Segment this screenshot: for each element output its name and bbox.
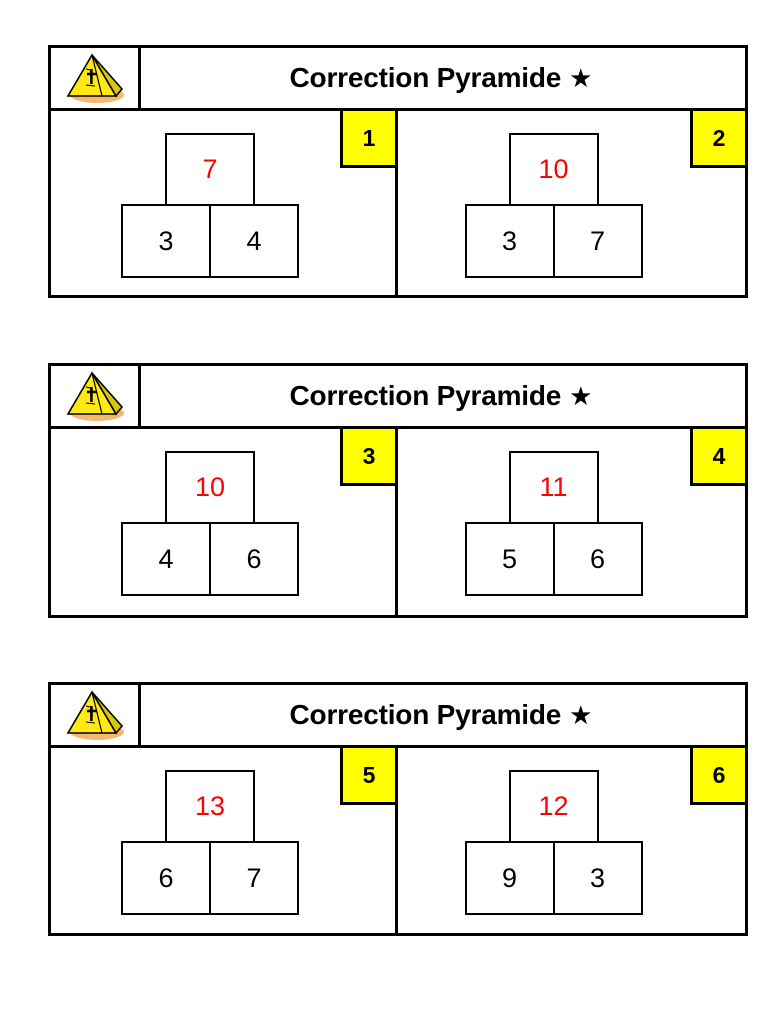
- card-body: 5 13 6 7 6 12: [51, 748, 745, 933]
- card-title-cell: Correction Pyramide ★: [141, 48, 745, 108]
- pyramid-bottom-row: 3 7: [464, 204, 644, 278]
- exercise-number-badge: 3: [340, 429, 395, 486]
- pyramid-addend-right-cell[interactable]: 4: [209, 204, 299, 278]
- pyramid-sum-cell[interactable]: 11: [508, 451, 599, 524]
- page-title: Correction Pyramide: [289, 380, 562, 411]
- pyramid-bottom-row: 3 4: [120, 204, 300, 278]
- pyramid-top-row: 13: [120, 770, 300, 843]
- pyramid-addend-left-cell[interactable]: 4: [121, 522, 211, 596]
- pyramid-bottom-row: 6 7: [120, 841, 300, 915]
- pyramid-top-row: 11: [464, 451, 644, 524]
- pyramid-icon-cell: [51, 48, 141, 108]
- pyramid-puzzle: 11 5 6: [464, 451, 644, 596]
- exercise-panel: 2 10 3 7: [398, 111, 745, 295]
- pyramid-sum-cell[interactable]: 10: [508, 133, 599, 206]
- star-icon: ★: [569, 380, 593, 411]
- pyramid-puzzle: 10 4 6: [120, 451, 300, 596]
- pyramid-card: Correction Pyramide ★ 3 10 4 6 4: [48, 363, 748, 618]
- card-header: Correction Pyramide ★: [51, 366, 745, 429]
- exercise-panel: 3 10 4 6: [51, 429, 398, 615]
- pyramid-bottom-row: 5 6: [464, 522, 644, 596]
- exercise-number-badge: 4: [690, 429, 745, 486]
- exercise-panel: 5 13 6 7: [51, 748, 398, 933]
- pyramid-puzzle: 12 9 3: [464, 770, 644, 915]
- pyramid-sum-cell[interactable]: 7: [165, 133, 255, 206]
- exercise-panel: 4 11 5 6: [398, 429, 745, 615]
- exercise-panel: 1 7 3 4: [51, 111, 398, 295]
- pyramid-bottom-row: 4 6: [120, 522, 300, 596]
- pyramid-card: Correction Pyramide ★ 5 13 6 7 6: [48, 682, 748, 936]
- exercise-number-badge: 5: [340, 748, 395, 805]
- pyramid-top-row: 10: [464, 133, 644, 206]
- pyramid-top-row: 10: [120, 451, 300, 524]
- pyramid-icon: [66, 371, 124, 421]
- pyramid-sum-cell[interactable]: 10: [165, 451, 255, 524]
- page-title: Correction Pyramide: [289, 62, 562, 93]
- pyramid-addend-right-cell[interactable]: 7: [209, 841, 299, 915]
- card-header: Correction Pyramide ★: [51, 48, 745, 111]
- exercise-panel: 6 12 9 3: [398, 748, 745, 933]
- pyramid-addend-left-cell[interactable]: 5: [464, 522, 555, 596]
- exercise-number-badge: 6: [690, 748, 745, 805]
- pyramid-addend-left-cell[interactable]: 3: [121, 204, 211, 278]
- pyramid-card: Correction Pyramide ★ 1 7 3 4 2: [48, 45, 748, 298]
- pyramid-addend-left-cell[interactable]: 3: [464, 204, 555, 278]
- pyramid-addend-right-cell[interactable]: 6: [209, 522, 299, 596]
- pyramid-sum-cell[interactable]: 12: [508, 770, 599, 843]
- pyramid-addend-left-cell[interactable]: 9: [464, 841, 555, 915]
- page-title: Correction Pyramide: [289, 699, 562, 730]
- pyramid-addend-right-cell[interactable]: 7: [552, 204, 643, 278]
- pyramid-icon-cell: [51, 366, 141, 426]
- card-header: Correction Pyramide ★: [51, 685, 745, 748]
- pyramid-puzzle: 10 3 7: [464, 133, 644, 278]
- pyramid-icon-cell: [51, 685, 141, 745]
- card-body: 1 7 3 4 2 10 3: [51, 111, 745, 295]
- star-icon: ★: [569, 699, 593, 730]
- exercise-number-badge: 1: [340, 111, 395, 168]
- card-title-cell: Correction Pyramide ★: [141, 685, 745, 745]
- card-body: 3 10 4 6 4 11: [51, 429, 745, 615]
- pyramid-top-row: 12: [464, 770, 644, 843]
- card-title-cell: Correction Pyramide ★: [141, 366, 745, 426]
- pyramid-addend-left-cell[interactable]: 6: [121, 841, 211, 915]
- pyramid-bottom-row: 9 3: [464, 841, 644, 915]
- pyramid-addend-right-cell[interactable]: 3: [552, 841, 643, 915]
- star-icon: ★: [569, 62, 593, 93]
- pyramid-puzzle: 7 3 4: [120, 133, 300, 278]
- pyramid-addend-right-cell[interactable]: 6: [552, 522, 643, 596]
- pyramid-puzzle: 13 6 7: [120, 770, 300, 915]
- pyramid-sum-cell[interactable]: 13: [165, 770, 255, 843]
- pyramid-icon: [66, 690, 124, 740]
- exercise-number-badge: 2: [690, 111, 745, 168]
- pyramid-top-row: 7: [120, 133, 300, 206]
- pyramid-icon: [66, 53, 124, 103]
